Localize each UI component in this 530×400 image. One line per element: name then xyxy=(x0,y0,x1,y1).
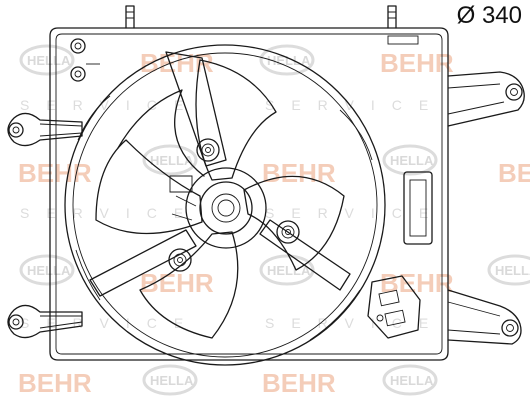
top-connector-left xyxy=(125,5,135,29)
service-watermark: SERVICE xyxy=(265,315,445,331)
service-watermark: SERVICE xyxy=(20,97,200,113)
svg-text:HELLA: HELLA xyxy=(27,263,71,278)
side-vent-slot xyxy=(403,171,433,245)
behr-logo: BEHR xyxy=(140,268,214,298)
mount-arm-lower-right xyxy=(447,289,522,345)
shroud-frame xyxy=(49,27,449,361)
top-connector-right xyxy=(387,5,397,29)
behr-logo: BEHR xyxy=(18,158,92,188)
hella-logo: HELLA xyxy=(487,254,530,286)
svg-text:HELLA: HELLA xyxy=(150,373,194,388)
electrical-connector xyxy=(367,275,421,339)
mount-arm-upper-left xyxy=(7,112,83,147)
hella-logo: HELLA xyxy=(19,44,75,76)
svg-text:HELLA: HELLA xyxy=(390,373,434,388)
hella-logo: HELLA xyxy=(259,254,315,286)
behr-logo: BEHR xyxy=(380,268,454,298)
hella-logo: HELLA xyxy=(19,254,75,286)
svg-text:HELLA: HELLA xyxy=(495,263,530,278)
behr-logo: BEHR xyxy=(380,48,454,78)
behr-logo: BEHR xyxy=(262,368,336,398)
svg-text:HELLA: HELLA xyxy=(150,153,194,168)
service-watermark: SERVICE xyxy=(20,205,200,221)
hub-bolt xyxy=(276,220,300,244)
fan-ring xyxy=(64,44,386,366)
behr-logo: BEHR xyxy=(498,158,530,188)
svg-text:HELLA: HELLA xyxy=(27,53,71,68)
mount-arm-lower-left xyxy=(7,304,83,339)
svg-text:HELLA: HELLA xyxy=(390,153,434,168)
service-watermark: SERVICE xyxy=(265,97,445,113)
hella-logo: HELLA xyxy=(142,364,198,396)
behr-logo: BEHR xyxy=(18,368,92,398)
mount-arm-upper-right xyxy=(447,71,525,127)
hella-logo: HELLA xyxy=(382,144,438,176)
hella-logo: HELLA xyxy=(259,44,315,76)
terminal-bolt xyxy=(70,38,100,82)
fan-blades xyxy=(95,59,345,339)
diameter-label: Ø 340 xyxy=(456,2,522,29)
service-watermark: SERVICE xyxy=(265,205,445,221)
hub-bolt xyxy=(196,138,220,162)
hub-bolt xyxy=(168,248,192,272)
motor-hub xyxy=(169,167,267,249)
hella-logo: HELLA xyxy=(382,364,438,396)
hella-logo: HELLA xyxy=(142,144,198,176)
service-watermark: SERVICE xyxy=(20,315,200,331)
svg-text:HELLA: HELLA xyxy=(267,263,311,278)
